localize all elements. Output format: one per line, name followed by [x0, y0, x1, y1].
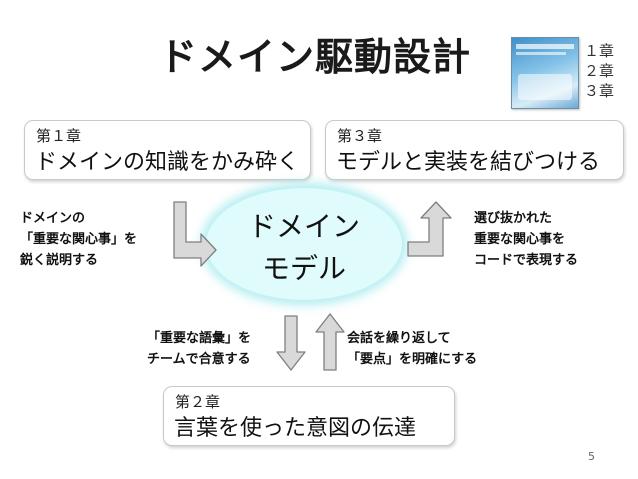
note-up-line: 「要点」を明確にする	[347, 352, 478, 367]
note-down-line: チームで合意する	[147, 352, 251, 367]
bent-arrow-right-icon	[173, 201, 217, 267]
domain-model-ellipse	[206, 188, 402, 300]
note-left-line: 「重要な関心事」を	[20, 232, 138, 247]
book-cover-band	[516, 44, 574, 49]
page-number: 5	[588, 450, 595, 463]
note-right-line: 重要な関心事を	[474, 232, 566, 247]
note-right: 選び抜かれた 重要な関心事を コードで表現する	[474, 208, 624, 271]
note-down-line: 「重要な語彙」を	[147, 331, 252, 346]
chapter1-number: 第１章	[36, 127, 82, 145]
book-chapter-label: １章	[584, 42, 615, 60]
chapter3-box: 第３章 モデルと実装を結びつける	[325, 120, 624, 180]
chapter1-box: 第１章 ドメインの知識をかみ砕く	[24, 120, 311, 180]
note-up-line: 会話を繰り返して	[347, 331, 451, 346]
up-arrow-icon	[315, 313, 345, 371]
chapter2-text: 言葉を使った意図の伝達	[174, 416, 417, 441]
chapter1-text: ドメインの知識をかみ砕く	[35, 150, 300, 175]
slide-title: ドメイン駆動設計	[158, 35, 471, 79]
note-left-line: 鋭く説明する	[20, 253, 99, 268]
book-chapter-list: １章 ２章 ３章	[584, 41, 630, 101]
chapter3-number: 第３章	[337, 127, 383, 145]
domain-model-label: ドメイン モデル	[206, 206, 402, 290]
note-down: 「重要な語彙」を チームで合意する	[147, 328, 282, 370]
book-chapter-label: ３章	[584, 82, 615, 100]
chapter2-number: 第２章	[175, 393, 221, 411]
bent-arrow-up-icon	[407, 201, 452, 257]
domain-model-line2: モデル	[261, 252, 346, 285]
chapter3-text: モデルと実装を結びつける	[336, 150, 601, 175]
note-right-line: 選び抜かれた	[474, 211, 553, 226]
book-cover-image	[511, 37, 579, 109]
chapter2-box: 第２章 言葉を使った意図の伝達	[163, 386, 455, 446]
note-left: ドメインの 「重要な関心事」を 鋭く説明する	[20, 208, 160, 271]
domain-model-line1: ドメイン	[247, 210, 360, 243]
note-up: 会話を繰り返して 「要点」を明確にする	[347, 328, 497, 370]
book-cover-illustration	[518, 74, 572, 100]
note-right-line: コードで表現する	[474, 253, 579, 268]
down-arrow-icon	[276, 315, 306, 371]
book-cover-band	[516, 52, 566, 55]
note-left-line: ドメインの	[20, 211, 86, 226]
book-chapter-label: ２章	[584, 62, 615, 80]
